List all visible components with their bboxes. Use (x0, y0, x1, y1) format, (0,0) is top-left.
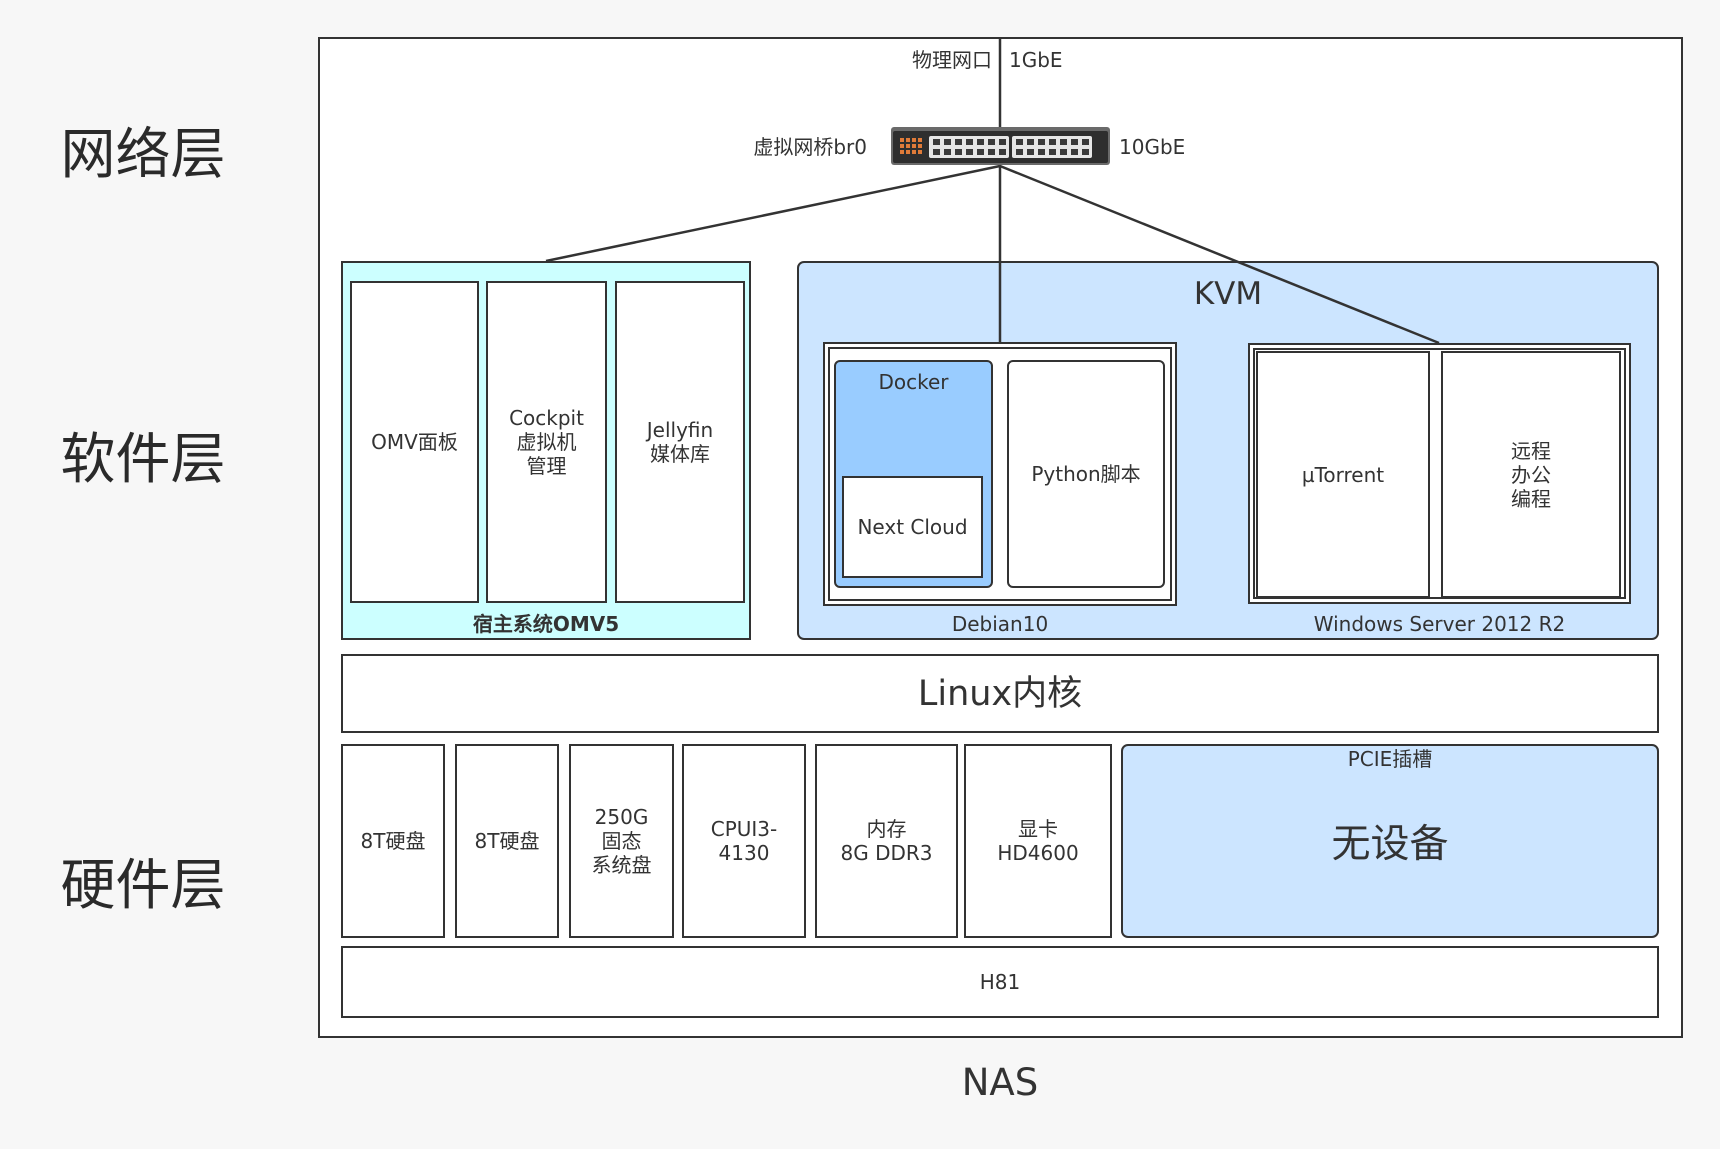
host-app-cockpit: Cockpit 虚拟机 管理 (486, 281, 607, 603)
hardware-gpu: 显卡 HD4600 (964, 744, 1112, 938)
hardware-memory: 内存 8G DDR3 (815, 744, 958, 938)
hardware-cpu: CPUI3- 4130 (682, 744, 806, 938)
host-app-label: OMV面板 (371, 430, 458, 454)
pcie-slot-status: 无设备 (1331, 822, 1449, 867)
hardware-label: 8T硬盘 (360, 829, 426, 853)
physical-port-speed: 1GbE (1009, 48, 1063, 72)
python-script-label: Python脚本 (1031, 462, 1141, 486)
hardware-label: 固态 (601, 829, 642, 853)
hardware-label: 内存 (866, 817, 907, 841)
hardware-label: 250G (594, 805, 649, 829)
bridge-speed: 10GbE (1119, 135, 1186, 159)
docker-label: Docker (878, 370, 949, 394)
linux-kernel-box: Linux内核 (341, 654, 1659, 733)
host-app-label: Cockpit (509, 406, 584, 430)
host-app-label: 虚拟机 (516, 430, 577, 454)
windows-app-utorrent: µTorrent (1256, 351, 1430, 598)
windows-app-label: 办公 (1511, 462, 1551, 487)
debian-vm-label: Debian10 (951, 612, 1049, 636)
hardware-label: 8G DDR3 (840, 841, 933, 865)
hardware-label: HD4600 (997, 841, 1079, 865)
pcie-slot-label: PCIE插槽 (1347, 747, 1433, 771)
windows-vm-label: Windows Server 2012 R2 (1313, 612, 1566, 636)
linux-kernel-label: Linux内核 (917, 673, 1083, 714)
nas-label: NAS (961, 1061, 1039, 1104)
physical-port-label: 物理网口 (912, 48, 992, 72)
host-app-label: Jellyfin (646, 418, 714, 442)
hardware-label: 8T硬盘 (474, 829, 540, 853)
host-app-jellyfin: Jellyfin 媒体库 (615, 281, 745, 603)
hardware-layer-label: 硬件层 (60, 853, 226, 917)
host-app-omv-panel: OMV面板 (350, 281, 479, 603)
hardware-label: 4130 (718, 841, 770, 865)
motherboard-box: H81 (341, 946, 1659, 1018)
network-layer-label: 网络层 (60, 122, 226, 186)
hardware-label: CPUI3- (710, 817, 778, 841)
hardware-label: 系统盘 (591, 853, 652, 877)
motherboard-label: H81 (979, 970, 1021, 994)
windows-app-remote-work: 远程 办公 编程 (1441, 351, 1621, 598)
host-app-label: 管理 (526, 454, 567, 478)
bridge-label: 虚拟网桥br0 (753, 135, 867, 159)
host-app-label: 媒体库 (650, 442, 710, 466)
software-layer-label: 软件层 (60, 427, 226, 491)
windows-app-label: 编程 (1511, 486, 1551, 511)
pcie-slot-box (1121, 744, 1659, 938)
hardware-label: 显卡 (1018, 817, 1058, 841)
windows-app-label: µTorrent (1301, 462, 1385, 487)
network-switch-icon (891, 127, 1110, 165)
windows-app-label: 远程 (1511, 438, 1551, 463)
host-system-label: 宿主系统OMV5 (472, 612, 620, 636)
kvm-title: KVM (1193, 276, 1263, 312)
python-script-box: Python脚本 (1007, 360, 1165, 588)
hardware-hdd-2: 8T硬盘 (455, 744, 559, 938)
nextcloud-label: Next Cloud (857, 515, 968, 539)
nextcloud-container: Next Cloud (842, 476, 983, 578)
hardware-ssd: 250G 固态 系统盘 (569, 744, 674, 938)
hardware-hdd-1: 8T硬盘 (341, 744, 445, 938)
